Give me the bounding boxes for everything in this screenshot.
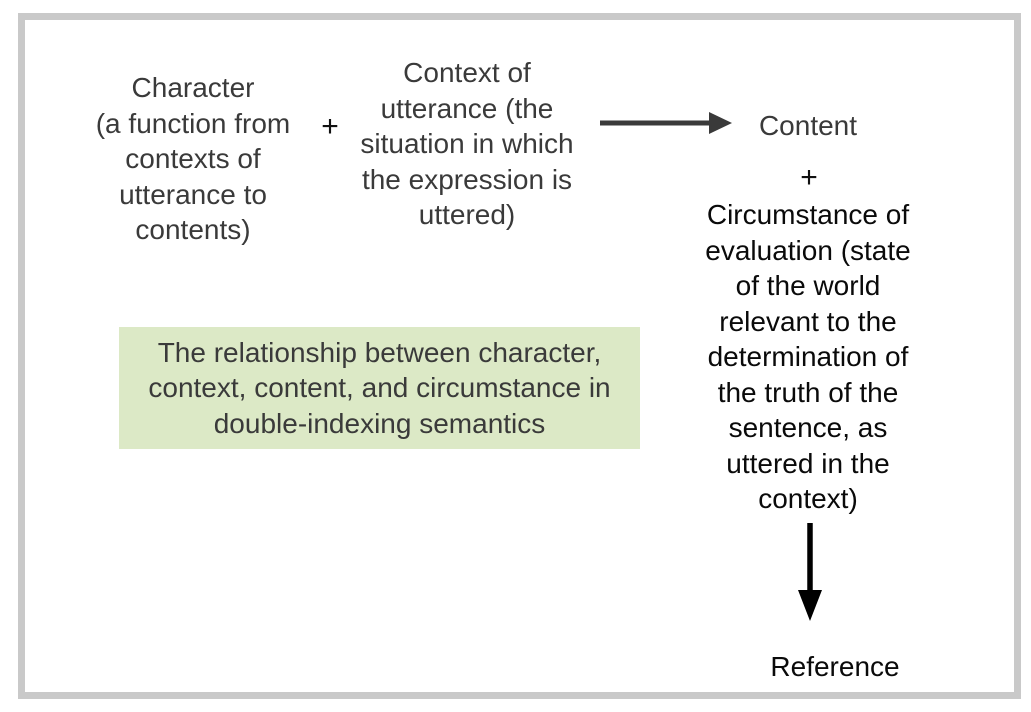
plus-sign-right: + (800, 161, 818, 194)
caption-box: The relationship between character, cont… (119, 327, 640, 449)
reference-label: Reference (770, 651, 900, 682)
circumstance-block: Circumstance of evaluation (state of the… (705, 199, 911, 514)
content-label: Content (758, 110, 858, 141)
caption-text: The relationship between character, cont… (148, 336, 611, 439)
context-block: Context of utterance (the situation in w… (360, 57, 574, 230)
arrow-right-head (709, 112, 732, 134)
plus-sign-left: + (321, 110, 339, 143)
arrow-right-icon (600, 112, 732, 134)
arrow-down-head (798, 590, 822, 621)
character-block: Character (a function from contexts of u… (95, 72, 291, 245)
arrow-down-icon (798, 523, 822, 621)
